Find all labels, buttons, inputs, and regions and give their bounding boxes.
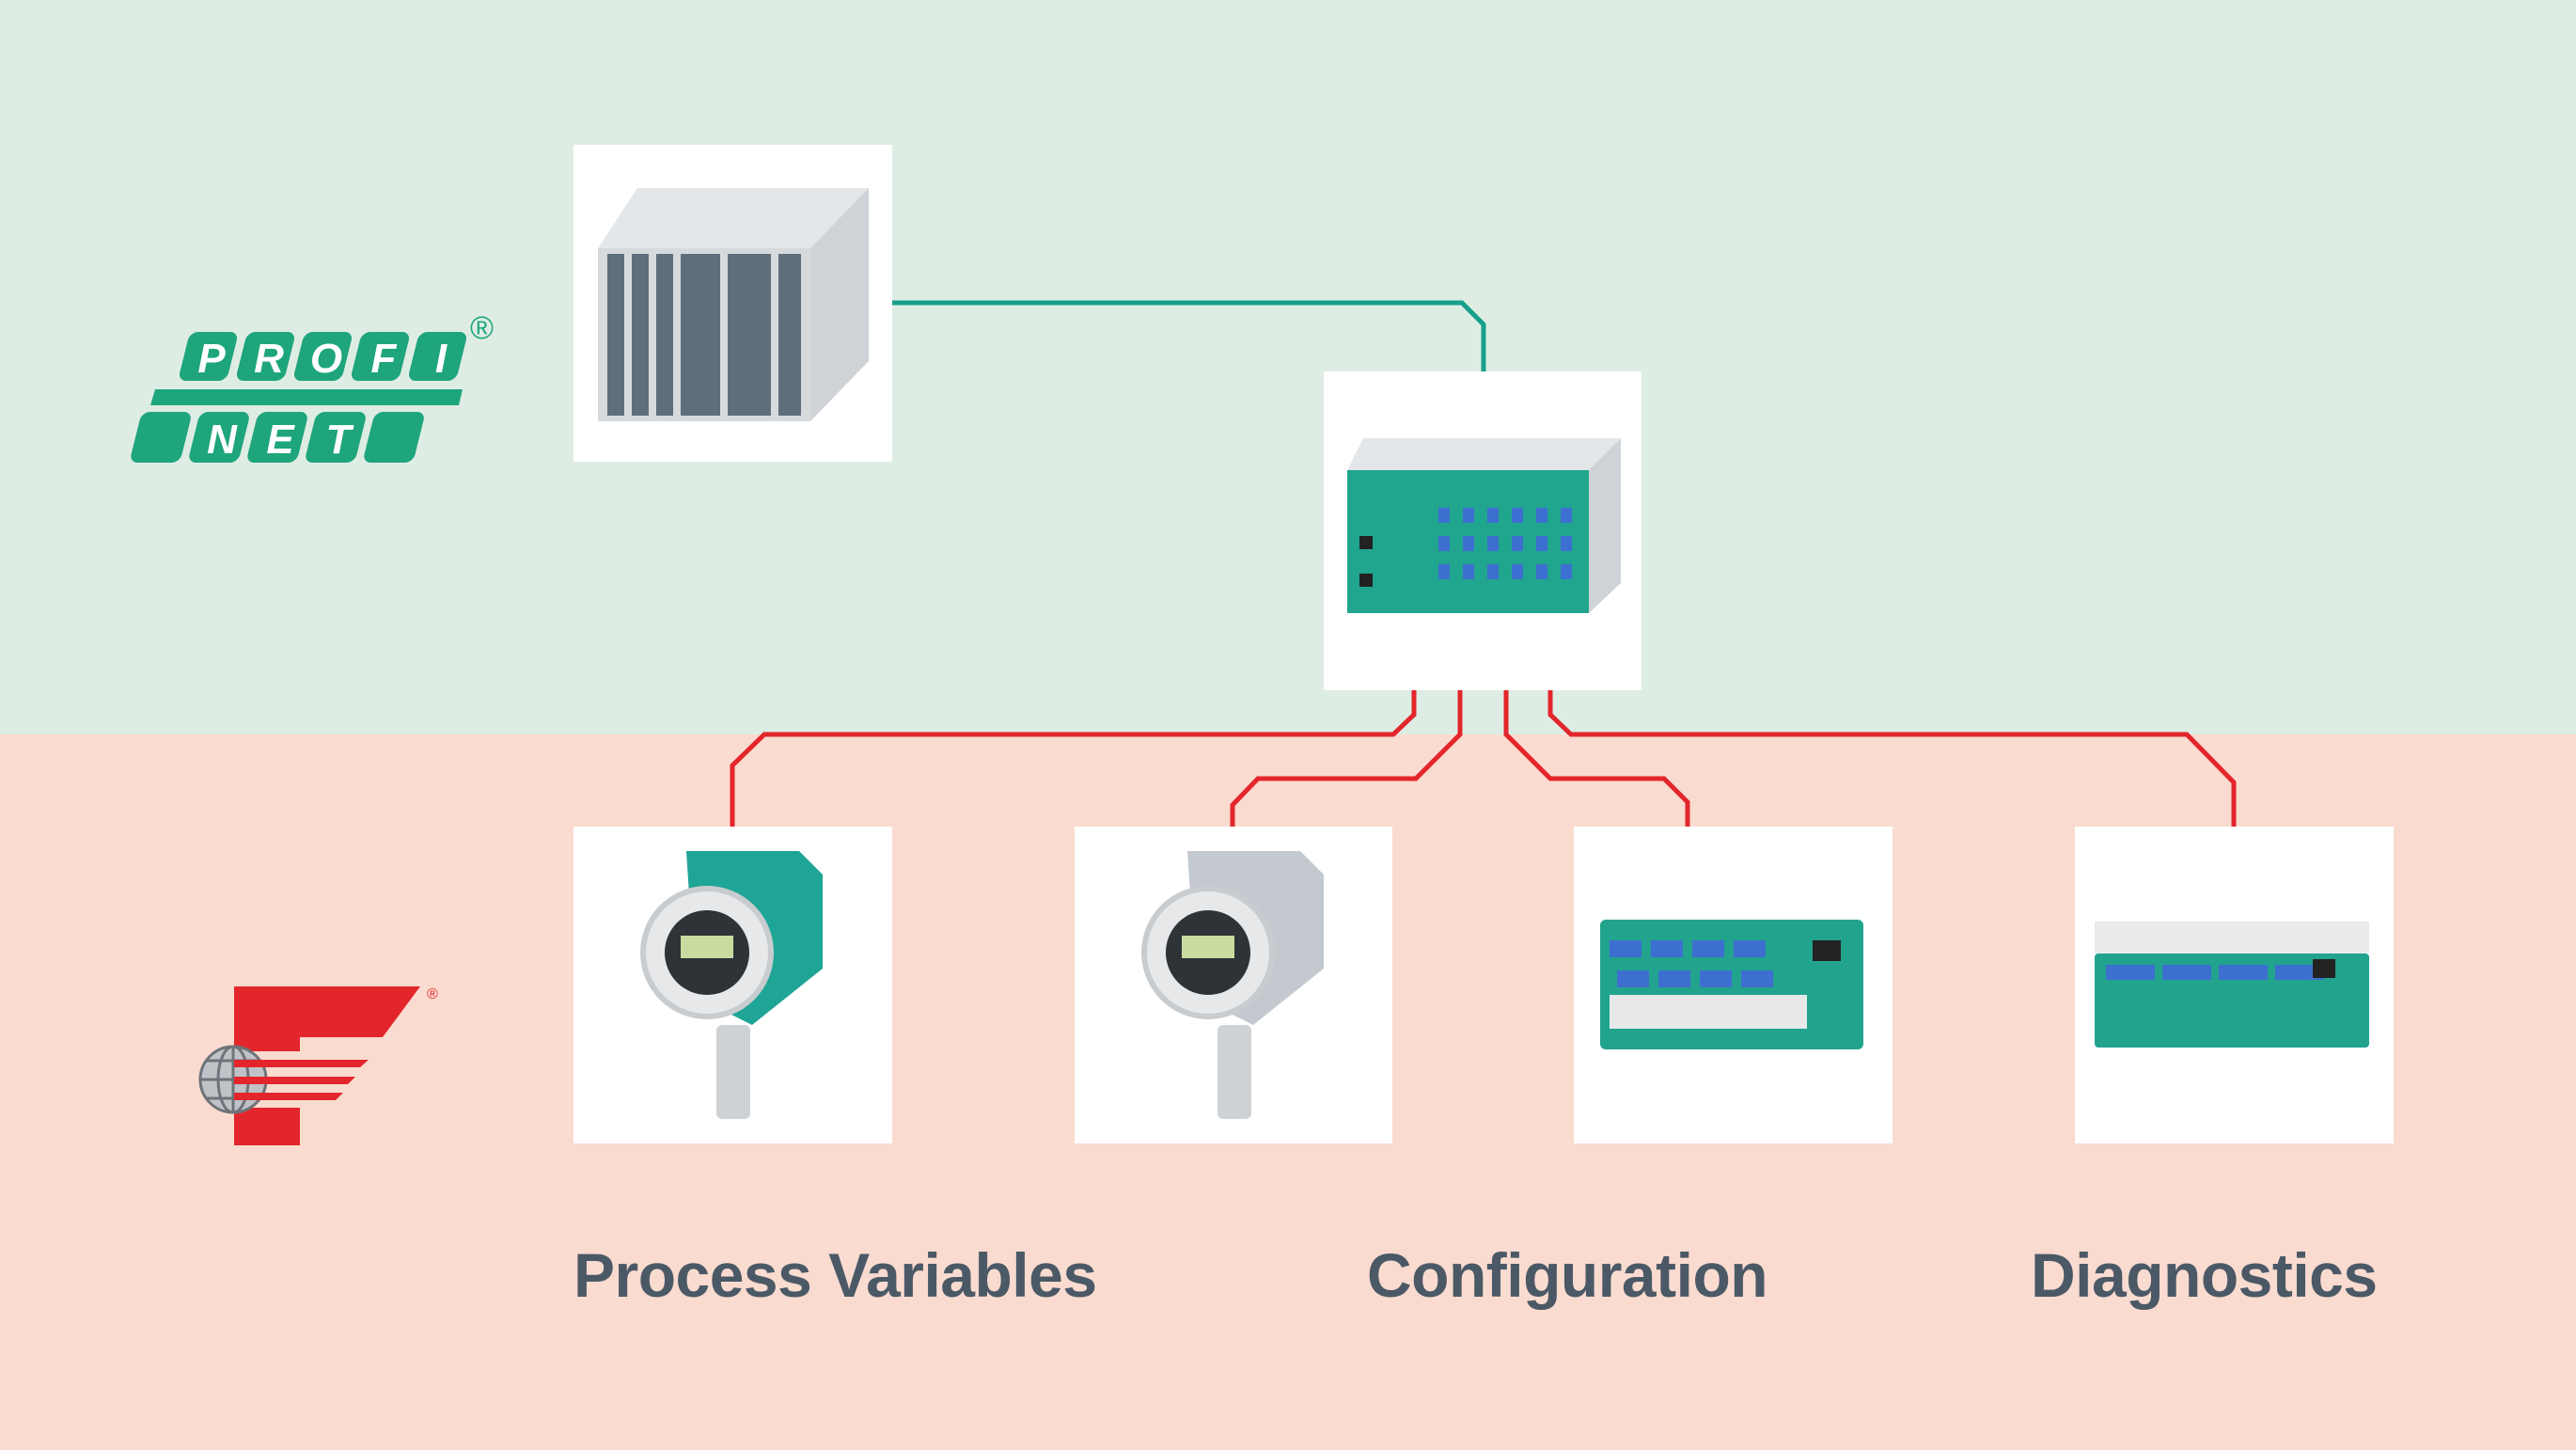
gateway-device-card[interactable] (1324, 371, 1641, 690)
fieldbus-link-2 (1230, 690, 1463, 827)
logo-letter: F (371, 336, 398, 382)
fieldbus-foundation-logo: ® (198, 986, 438, 1145)
pressure-transmitter-teal-card[interactable] (573, 827, 892, 1143)
logo-letter: O (310, 336, 342, 382)
logo-letter: I (435, 336, 448, 382)
logo-letter: T (326, 417, 354, 463)
plc-controller-card[interactable] (573, 145, 892, 462)
logo-letter: N (207, 417, 238, 463)
fieldbus-barrier-module-card[interactable] (1574, 827, 1893, 1143)
profinet-link (892, 300, 1486, 371)
fieldbus-links (730, 690, 2237, 827)
fieldbus-link-3 (1503, 690, 1690, 827)
profinet-reg-mark: ® (470, 310, 494, 346)
label-configuration: Configuration (1367, 1240, 1768, 1310)
diagnostic-module-card[interactable] (2075, 827, 2394, 1143)
logo-letter: E (266, 417, 295, 463)
fieldbus-link-4 (1547, 690, 2237, 827)
logo-letter: R (254, 336, 284, 382)
label-diagnostics: Diagnostics (2031, 1240, 2378, 1310)
profinet-logo: ® P R O F I N E T (131, 310, 494, 463)
ff-reg-mark: ® (427, 986, 438, 1002)
fieldbus-link-1 (730, 690, 1417, 827)
logo-letter: P (197, 336, 226, 382)
label-process-variables: Process Variables (573, 1240, 1097, 1310)
pressure-transmitter-grey-card[interactable] (1075, 827, 1392, 1143)
